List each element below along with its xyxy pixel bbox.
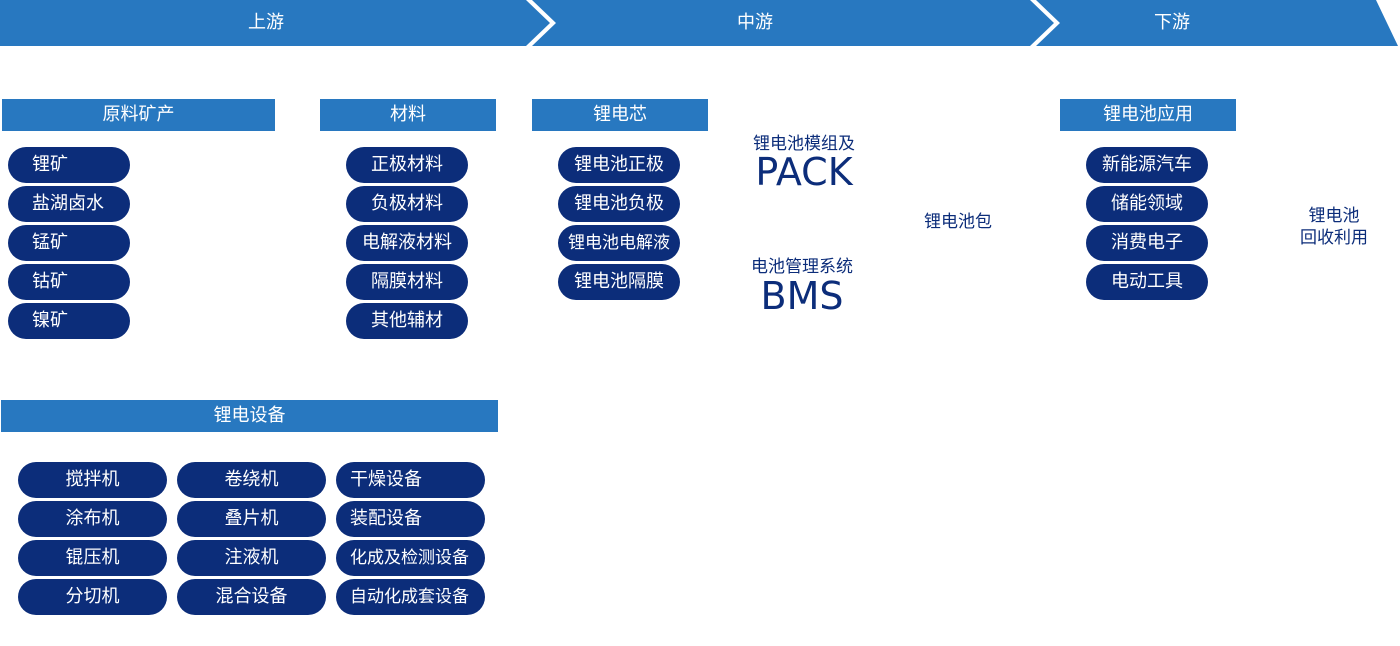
raw-materials-header: 原料矿产: [2, 99, 275, 131]
cell-item: 锂电池隔膜: [558, 264, 680, 300]
stage-upstream-shape: [0, 0, 550, 46]
stage-midstream-shape: [532, 0, 1054, 46]
equipment-item: 锟压机: [18, 540, 167, 576]
equipment-header: 锂电设备: [1, 400, 498, 432]
bms-label: BMS: [760, 274, 844, 318]
pack-label: PACK: [755, 150, 853, 194]
equipment-item: 化成及检测设备: [336, 540, 485, 576]
equipment-item: 装配设备: [336, 501, 485, 537]
material-item: 隔膜材料: [346, 264, 468, 300]
stage-upstream-label: 上游: [248, 12, 284, 33]
applications-header: 锂电池应用: [1060, 99, 1236, 131]
cell-item: 锂电池正极: [558, 147, 680, 183]
raw-material-item: 镍矿: [8, 303, 130, 339]
cell-header: 锂电芯: [532, 99, 708, 131]
material-item: 负极材料: [346, 186, 468, 222]
raw-material-item: 盐湖卤水: [8, 186, 130, 222]
material-item: 电解液材料: [346, 225, 468, 261]
application-item: 电动工具: [1086, 264, 1208, 300]
raw-material-item: 钴矿: [8, 264, 130, 300]
raw-material-item: 锰矿: [8, 225, 130, 261]
application-item: 新能源汽车: [1086, 147, 1208, 183]
recycling-line2: 回收利用: [1300, 228, 1368, 248]
pack-caption: 锂电池模组及: [753, 134, 855, 154]
equipment-item: 搅拌机: [18, 462, 167, 498]
raw-material-item: 锂矿: [8, 147, 130, 183]
equipment-item: 干燥设备: [336, 462, 485, 498]
battery-pack-label: 锂电池包: [924, 212, 992, 232]
cell-item: 锂电池负极: [558, 186, 680, 222]
application-item: 储能领域: [1086, 186, 1208, 222]
equipment-item: 注液机: [177, 540, 326, 576]
stage-midstream-label: 中游: [737, 12, 773, 33]
equipment-item: 叠片机: [177, 501, 326, 537]
stage-downstream-label: 下游: [1154, 12, 1190, 33]
application-item: 消费电子: [1086, 225, 1208, 261]
bms-caption: 电池管理系统: [751, 257, 853, 277]
equipment-item: 涂布机: [18, 501, 167, 537]
materials-header: 材料: [320, 99, 496, 131]
recycling-line1: 锂电池: [1308, 206, 1360, 226]
cell-item: 锂电池电解液: [558, 225, 680, 261]
equipment-item: 自动化成套设备: [336, 579, 485, 615]
equipment-item: 卷绕机: [177, 462, 326, 498]
material-item: 其他辅材: [346, 303, 468, 339]
stage-arrow-bar: [0, 0, 1398, 46]
stage-downstream-shape: [1036, 0, 1398, 46]
material-item: 正极材料: [346, 147, 468, 183]
equipment-item: 混合设备: [177, 579, 326, 615]
equipment-item: 分切机: [18, 579, 167, 615]
